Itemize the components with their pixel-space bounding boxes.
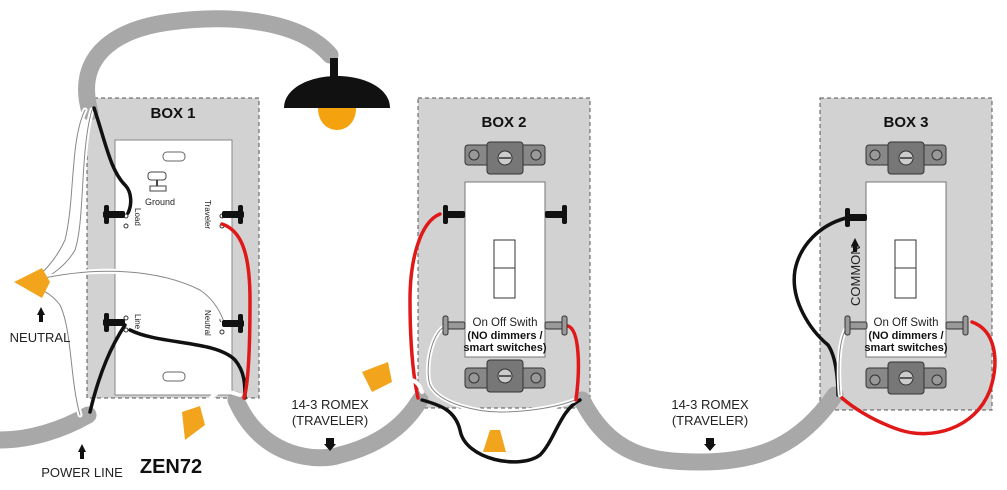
switch-2-note-1: (NO dimmers / [467,330,542,342]
switch-2-label: On Off Swith [473,317,538,329]
cable-romex-1 [227,391,429,467]
label-romex-2: 14-3 ROMEX [671,397,749,412]
cable-romex-2 [573,386,844,471]
box-2-title: BOX 2 [481,114,526,131]
label-romex-2-sub: (TRAVELER) [672,413,748,428]
label-ground: Ground [145,197,175,207]
power-line-arrow-icon [78,444,86,459]
wires [27,106,997,464]
cable-light-box1 [78,10,339,121]
terminal-screws [103,205,867,333]
wire-nut-romex1-icon [362,362,392,392]
zen72-bottom-slot [162,371,186,382]
switch-3: On Off Swith (NO dimmers / smart switche… [848,141,948,395]
switch-3-label: On Off Swith [874,317,939,329]
wire-nut-box2-icon [483,430,506,452]
romex-1-arrow-icon [324,438,336,451]
neutral-arrow-icon [37,307,45,322]
label-zen72: ZEN72 [140,456,202,478]
light-fixture [284,58,390,130]
switch-3-note-1: (NO dimmers / [868,330,943,342]
zen72-device: Ground Load Traveler Line Neutral [114,139,233,396]
label-traveler: Traveler [203,200,212,229]
wire-nuts [14,268,506,452]
cables [0,10,844,471]
switch-2: On Off Swith (NO dimmers / smart switche… [463,141,547,393]
label-power-line: POWER LINE [41,465,123,480]
switch-2-body [464,181,546,358]
zen72-top-slot [162,151,186,162]
cable-power-line [0,406,97,449]
switch-2-note-2: smart switches) [463,342,546,354]
label-common: COMMON [848,245,863,306]
common-arrow-icon [851,238,859,252]
box-3-title: BOX 3 [883,114,928,131]
romex-2-arrow-icon [704,438,716,451]
wire-nut-neutral-icon [14,268,50,298]
switch-2-toggle [493,239,516,299]
label-load: Load [133,208,142,226]
ground-screw [147,171,167,181]
zen72-body [114,139,233,396]
label-romex-1-sub: (TRAVELER) [292,413,368,428]
label-line: Line [133,314,142,330]
label-romex-1: 14-3 ROMEX [291,397,369,412]
switch-3-note-2: smart switches) [864,342,947,354]
fixture-stem [330,58,338,80]
label-neutral-terminal: Neutral [203,310,212,336]
box-1-title: BOX 1 [150,105,195,122]
fixture-shade [284,76,390,108]
bulb-icon [318,108,356,130]
wire-nut-box1-icon [182,406,205,440]
label-neutral: NEUTRAL [10,330,71,345]
switch-3-toggle [894,239,917,299]
silver-screws [442,315,969,336]
